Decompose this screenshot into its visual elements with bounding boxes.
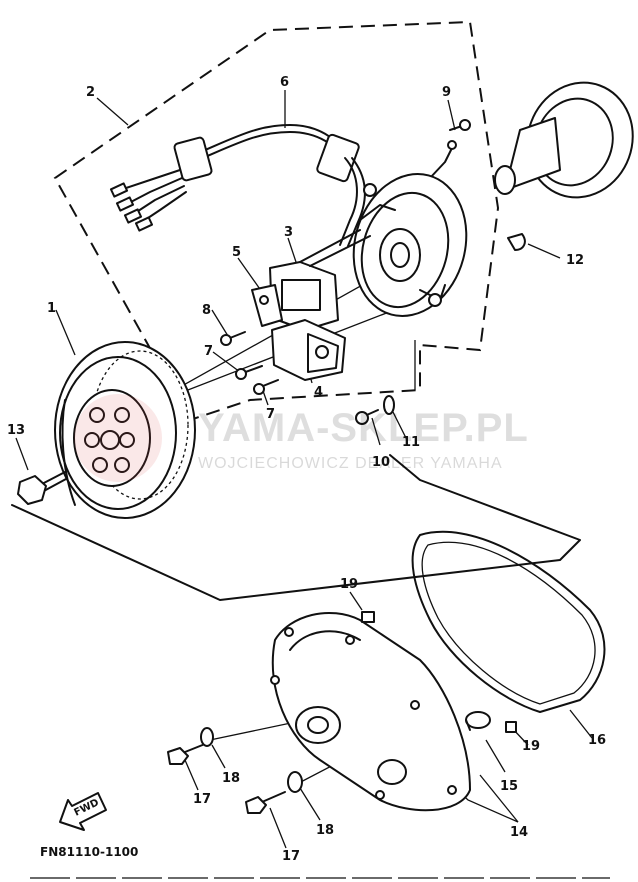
stator-assembly-outline	[53, 20, 500, 422]
wire-harness	[109, 124, 457, 247]
flywheel-nut-13	[17, 471, 67, 505]
gasket-16	[411, 530, 606, 713]
watermark-sub: WOJCIECHOWICZ DEALER YAMAHA	[198, 455, 503, 472]
washer-11	[383, 395, 395, 415]
callout-3: 3	[284, 225, 293, 240]
callout-10: 10	[372, 455, 390, 470]
callout-11: 11	[402, 435, 420, 450]
callout-17b: 17	[282, 849, 300, 864]
crankcase-cover-14	[270, 612, 471, 812]
dowel-pin-15	[465, 711, 491, 731]
woodruff-key-12	[507, 233, 526, 251]
callout-7a: 7	[204, 344, 213, 359]
bolt-10	[355, 409, 379, 425]
callout-17a: 17	[193, 792, 211, 807]
flywheel-rotor-1	[54, 341, 196, 519]
callout-16: 16	[588, 733, 606, 748]
callout-1: 1	[47, 301, 56, 316]
leader-lines	[15, 90, 593, 849]
callout-5: 5	[232, 245, 241, 260]
crankshaft-end	[494, 81, 634, 199]
callout-15: 15	[500, 779, 518, 794]
cover-washer-18a	[200, 727, 214, 747]
dowel-19b	[505, 721, 517, 733]
callout-12: 12	[566, 253, 584, 268]
callout-9: 9	[442, 85, 451, 100]
cover-bolt-17b	[245, 791, 286, 814]
cover-washer-18b	[287, 771, 303, 793]
callout-4: 4	[314, 385, 323, 400]
callout-18b: 18	[316, 823, 334, 838]
pickup-coil-3	[269, 229, 371, 331]
forward-arrow: FWD	[59, 792, 107, 831]
callout-7b: 7	[266, 407, 275, 422]
callout-19b: 19	[522, 739, 540, 754]
stator-plate	[352, 173, 468, 317]
bracket-5	[251, 284, 283, 327]
dowel-19a	[361, 611, 375, 623]
screw-7a	[235, 365, 263, 380]
callout-13: 13	[7, 423, 25, 438]
watermark-main: YAMA-SKLEP.PL	[198, 406, 529, 450]
callout-2: 2	[86, 85, 95, 100]
callout-6: 6	[280, 75, 289, 90]
watermark: YAMA-SKLEP.PL WOJCIECHOWICZ DEALER YAMAH…	[74, 394, 529, 482]
screw-8	[220, 331, 246, 346]
callout-18a: 18	[222, 771, 240, 786]
screw-9	[449, 119, 471, 131]
callout-19a: 19	[340, 577, 358, 592]
cover-bolt-17a	[167, 743, 206, 765]
callout-14: 14	[510, 825, 528, 840]
screw-7b	[253, 379, 279, 395]
charge-coil-4	[271, 319, 346, 381]
figure-code: FN81110-1100	[40, 845, 138, 859]
crankcase-projection-outline	[11, 454, 581, 601]
callout-labels: 2 6 9 3 5 12 1 8 7 4 7 13 11 10 19 16 19…	[7, 75, 606, 864]
callout-8: 8	[202, 303, 211, 318]
